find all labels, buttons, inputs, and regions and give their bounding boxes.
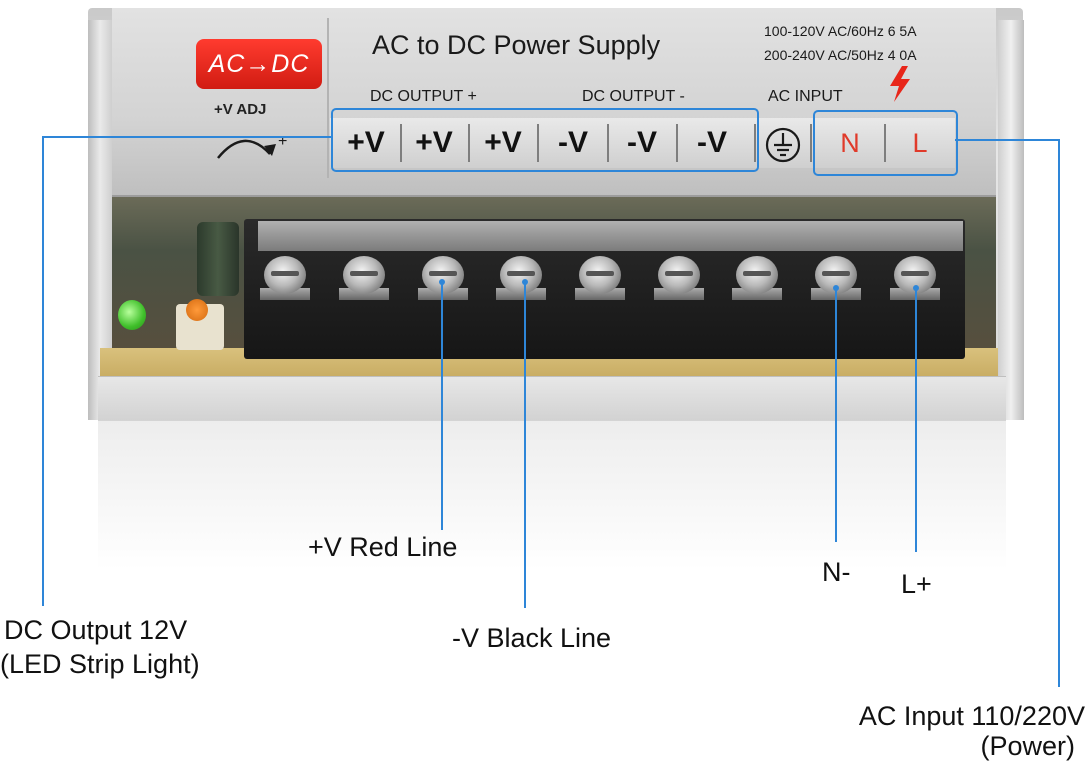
ac-input-callout-line2: (Power)	[980, 731, 1075, 761]
leader-red-line	[441, 282, 443, 530]
leader-dc-output-v	[42, 136, 44, 606]
leader-n	[835, 288, 837, 542]
panel-divider	[327, 18, 329, 178]
leader-l	[915, 288, 917, 552]
capacitor	[197, 222, 239, 296]
dc-output-callout-line2: (LED Strip Light)	[0, 649, 200, 679]
terminal-screw	[579, 256, 621, 294]
terminal-separator	[676, 124, 678, 162]
terminal-screw	[736, 256, 778, 294]
screw-base	[575, 288, 625, 300]
dc-output-callout-line1: DC Output 12V	[4, 615, 188, 645]
terminal-vneg-2: -V	[627, 126, 657, 159]
terminal-vpos-1: +V	[347, 126, 385, 159]
terminal-label-strip	[330, 118, 955, 168]
terminal-separator	[884, 124, 886, 162]
spec-line-1: 100-120V AC/60Hz 6 5A	[764, 23, 917, 39]
screw-base	[260, 288, 310, 300]
screw-base	[339, 288, 389, 300]
terminal-vneg-1: -V	[558, 126, 588, 159]
case-right-wall	[998, 20, 1024, 420]
led-indicator	[118, 300, 146, 330]
terminal-separator	[607, 124, 609, 162]
terminal-separator	[810, 124, 812, 162]
dc-output-neg-label: DC OUTPUT -	[582, 88, 685, 105]
terminal-l: L	[912, 128, 928, 158]
voltage-adjust-label: +V ADJ	[214, 101, 267, 118]
screw-base	[654, 288, 704, 300]
terminal-screw	[658, 256, 700, 294]
reflection	[98, 420, 1006, 570]
terminal-cover	[258, 221, 963, 251]
terminal-separator	[468, 124, 470, 162]
dc-output-highlight	[331, 108, 759, 172]
ac-input-highlight	[813, 110, 958, 176]
terminal-separator	[400, 124, 402, 162]
panel-title: AC to DC Power Supply	[372, 30, 661, 60]
terminal-separator	[754, 124, 756, 162]
ground-icon	[765, 127, 801, 163]
lightning-icon	[890, 66, 910, 102]
black-line-callout: -V Black Line	[452, 623, 612, 653]
screw-base	[732, 288, 782, 300]
terminal-vpos-2: +V	[415, 126, 453, 159]
terminal-screw	[343, 256, 385, 294]
screw-base	[418, 288, 468, 300]
leader-black-line	[524, 282, 526, 608]
svg-text:+: +	[278, 133, 287, 150]
acdc-badge: AC→DC	[196, 39, 322, 89]
screw-base	[496, 288, 546, 300]
spec-line-2: 200-240V AC/50Hz 4 0A	[764, 47, 917, 63]
adjust-arrow-icon: +	[217, 133, 287, 159]
terminal-screw	[422, 256, 464, 294]
l-plus-callout: L+	[901, 569, 932, 599]
leader-ac-input-v	[1058, 139, 1060, 687]
n-minus-callout: N-	[822, 557, 851, 587]
terminal-screw	[264, 256, 306, 294]
terminal-separator	[537, 124, 539, 162]
terminal-n: N	[840, 128, 860, 158]
ac-input-callout-line1: AC Input 110/220V	[858, 701, 1085, 731]
terminal-vpos-3: +V	[484, 126, 522, 159]
red-line-callout: +V Red Line	[308, 532, 458, 562]
dc-output-pos-label: DC OUTPUT +	[370, 88, 477, 105]
case-base-plate	[98, 376, 1006, 421]
terminal-screw	[500, 256, 542, 294]
leader-dc-output-h	[42, 136, 333, 138]
potentiometer-knob	[186, 299, 208, 321]
ac-input-label: AC INPUT	[768, 88, 843, 105]
terminal-vneg-3: -V	[697, 126, 727, 159]
leader-ac-input-h	[955, 139, 1059, 141]
